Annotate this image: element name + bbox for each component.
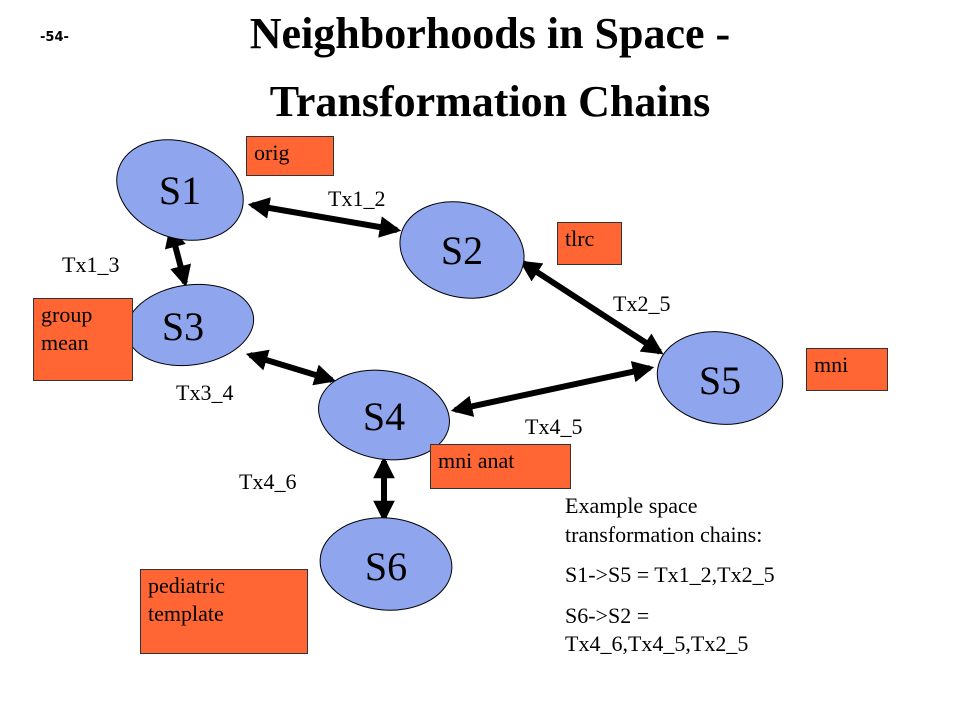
node-s4: S4 [318,369,450,461]
example-heading-line2: transformation chains: [565,521,763,547]
tag-mni-anat-text: mni anat [438,448,515,473]
example-heading-line1: Example space [565,493,698,518]
node-s2-label: S2 [441,228,483,273]
example-chain-2-line1: S6->S2 = [565,602,650,628]
edge-arrow-s4-s5 [450,361,655,417]
tag-orig-text: orig [254,140,290,165]
edge-label-tx2-5: Tx2_5 [613,291,671,316]
example-chain-2-line2: Tx4_6,Tx4_5,Tx2_5 [565,631,749,657]
tag-group-mean: group mean [33,298,133,381]
slide-title-line1: Neighborhoods in Space - [249,9,731,58]
edge-label-tx1-3: Tx1_3 [62,252,120,277]
edge-label-tx3-4: Tx3_4 [176,380,234,405]
tag-pediatric-line2: template [148,600,224,626]
node-s5: S5 [656,331,784,425]
node-s1: S1 [116,139,244,241]
page-number: -54- [40,30,69,45]
node-s2: S2 [399,201,525,299]
tag-mni-anat: mni anat [430,444,571,489]
node-s3: S3 [125,283,255,367]
tag-pediatric-template: pediatric template [140,569,308,654]
edge-arrow-s3-s4 [245,349,337,386]
slide-title-line2: Transformation Chains [269,77,711,126]
node-s6: S6 [319,517,453,611]
tag-mni-text: mni [814,352,849,377]
edge-arrow-s1-s3 [164,225,192,288]
node-s4-label: S4 [363,394,405,439]
example-chains: Example space transformation chains: S1-… [565,492,945,665]
node-s3-label: S3 [162,304,204,349]
tag-pediatric-line1: pediatric [148,573,225,598]
edge-arrow-s2-s5 [519,260,664,355]
edge-arrows [164,197,664,523]
edge-label-tx1-2: Tx1_2 [328,186,386,211]
node-s5-label: S5 [699,358,741,403]
edge-label-tx4-5: Tx4_5 [525,414,583,439]
tag-tlrc-text: tlrc [565,226,595,251]
tag-group-mean-line1: group [41,302,93,327]
tag-tlrc: tlrc [557,222,622,265]
node-s6-label: S6 [365,544,407,589]
tag-group-mean-line2: mean [41,329,89,355]
tag-mni: mni [806,348,888,391]
edge-label-tx4-6: Tx4_6 [239,469,297,494]
edge-arrow-s1-s2 [247,197,402,238]
tag-orig: orig [246,136,334,176]
example-chain-1: S1->S5 = Tx1_2,Tx2_5 [565,562,775,588]
node-s1-label: S1 [159,168,201,213]
